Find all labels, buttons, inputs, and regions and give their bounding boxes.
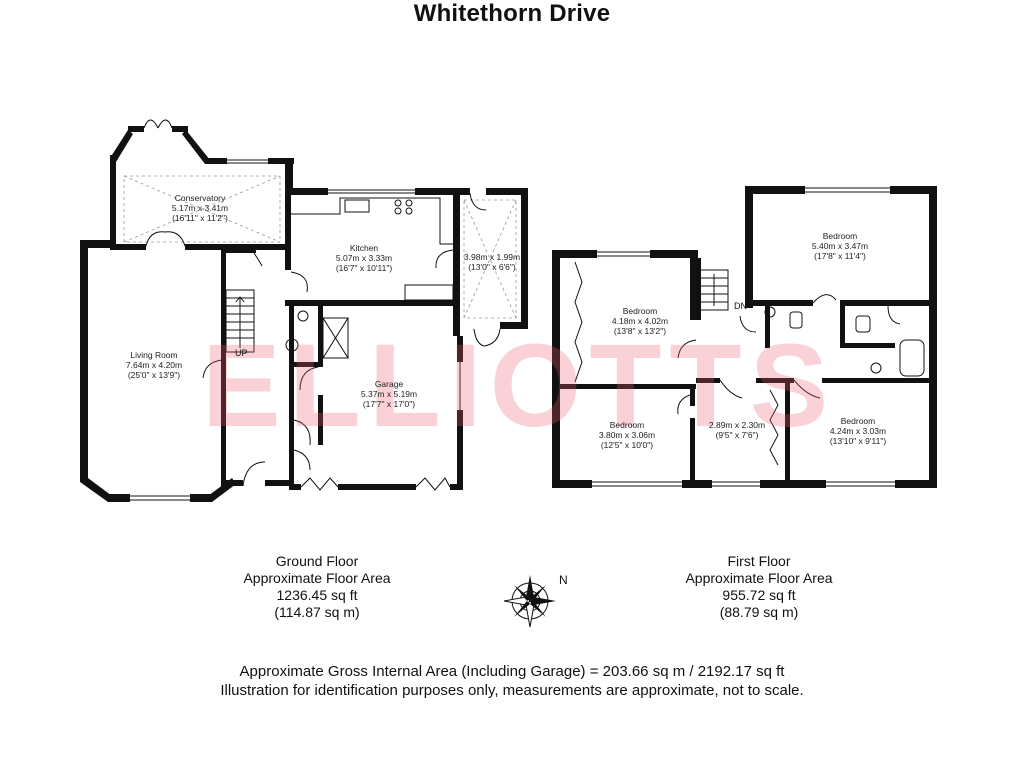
caption-line: 955.72 sq ft bbox=[722, 587, 796, 603]
ground-floor-walls bbox=[80, 119, 528, 502]
room-label-bedroom-3: Bedroom 3.80m x 3.06m (12'5" x 10'0") bbox=[599, 420, 655, 450]
room-imperial: (25'0" x 13'9") bbox=[127, 370, 181, 380]
room-metric: 4.18m x 4.02m bbox=[611, 316, 669, 326]
compass-rose bbox=[503, 575, 556, 628]
room-label-store: 3.98m x 1.99m (13'0" x 6'6") bbox=[464, 252, 520, 272]
room-label-bedroom-2: Bedroom 4.18m x 4.02m (13'8" x 13'2") bbox=[612, 306, 668, 336]
first-floor-walls bbox=[552, 186, 937, 488]
ground-floor-caption: Ground Floor Approximate Floor Area 1236… bbox=[243, 553, 390, 621]
room-name: Kitchen bbox=[349, 243, 379, 253]
stairs-down-label: DN bbox=[734, 301, 747, 311]
caption-line: 1236.45 sq ft bbox=[276, 587, 358, 603]
room-metric: 2.89m x 2.30m bbox=[708, 420, 766, 430]
room-metric: 3.80m x 3.06m bbox=[598, 430, 656, 440]
room-imperial: (13'8" x 13'2") bbox=[613, 326, 667, 336]
room-label-bedroom-1: Bedroom 5.40m x 3.47m (17'8" x 11'4") bbox=[812, 231, 868, 261]
room-label-living-room: Living Room 7.64m x 4.20m (25'0" x 13'9"… bbox=[126, 350, 182, 380]
room-metric: 5.17m x 3.41m bbox=[171, 203, 229, 213]
room-imperial: (16'7" x 10'11") bbox=[335, 263, 393, 273]
room-name: Bedroom bbox=[840, 416, 876, 426]
first-floor-caption: First Floor Approximate Floor Area 955.7… bbox=[685, 553, 832, 621]
footer-notes: Approximate Gross Internal Area (Includi… bbox=[0, 662, 1024, 700]
room-imperial: (13'10" x 9'11") bbox=[829, 436, 887, 446]
room-name: Bedroom bbox=[622, 306, 658, 316]
room-imperial: (17'8" x 11'4") bbox=[814, 251, 866, 261]
gross-area-text: Approximate Gross Internal Area (Includi… bbox=[239, 663, 785, 680]
room-label-box-room: 2.89m x 2.30m (9'5" x 7'6") bbox=[709, 420, 765, 440]
room-label-bedroom-4: Bedroom 4.24m x 3.03m (13'10" x 9'11") bbox=[830, 416, 886, 446]
room-label-conservatory: Conservatory 5.17m x 3.41m (16'11" x 11'… bbox=[172, 193, 228, 223]
caption-line: Approximate Floor Area bbox=[685, 570, 833, 586]
room-imperial: (16'11" x 11'2") bbox=[172, 213, 228, 223]
room-label-garage: Garage 5.37m x 5.19m (17'7" x 17'0") bbox=[361, 379, 417, 409]
north-label: N bbox=[559, 573, 568, 587]
room-name: Garage bbox=[374, 379, 404, 389]
room-metric: 3.98m x 1.99m bbox=[463, 252, 521, 262]
room-metric: 7.64m x 4.20m bbox=[125, 360, 183, 370]
room-name: Bedroom bbox=[822, 231, 858, 241]
room-imperial: (13'0" x 6'6") bbox=[468, 262, 516, 272]
room-name: Living Room bbox=[130, 350, 178, 360]
stairs-up-label: UP bbox=[235, 348, 248, 358]
room-metric: 4.24m x 3.03m bbox=[829, 426, 887, 436]
caption-line: (88.79 sq m) bbox=[719, 604, 799, 620]
caption-line: Approximate Floor Area bbox=[243, 570, 391, 586]
caption-line: (114.87 sq m) bbox=[274, 604, 360, 620]
page-title: Whitethorn Drive bbox=[413, 0, 611, 27]
room-metric: 5.37m x 5.19m bbox=[360, 389, 418, 399]
room-label-kitchen: Kitchen 5.07m x 3.33m (16'7" x 10'11") bbox=[336, 243, 392, 273]
caption-line: Ground Floor bbox=[275, 553, 359, 569]
room-name: Bedroom bbox=[609, 420, 645, 430]
caption-line: First Floor bbox=[727, 553, 791, 569]
room-metric: 5.40m x 3.47m bbox=[811, 241, 869, 251]
room-name: Conservatory bbox=[174, 193, 226, 203]
room-imperial: (9'5" x 7'6") bbox=[715, 430, 759, 440]
room-metric: 5.07m x 3.33m bbox=[335, 253, 393, 263]
disclaimer-text: Illustration for identification purposes… bbox=[220, 682, 804, 699]
room-imperial: (12'5" x 10'0") bbox=[600, 440, 654, 450]
room-imperial: (17'7" x 17'0") bbox=[362, 399, 416, 409]
